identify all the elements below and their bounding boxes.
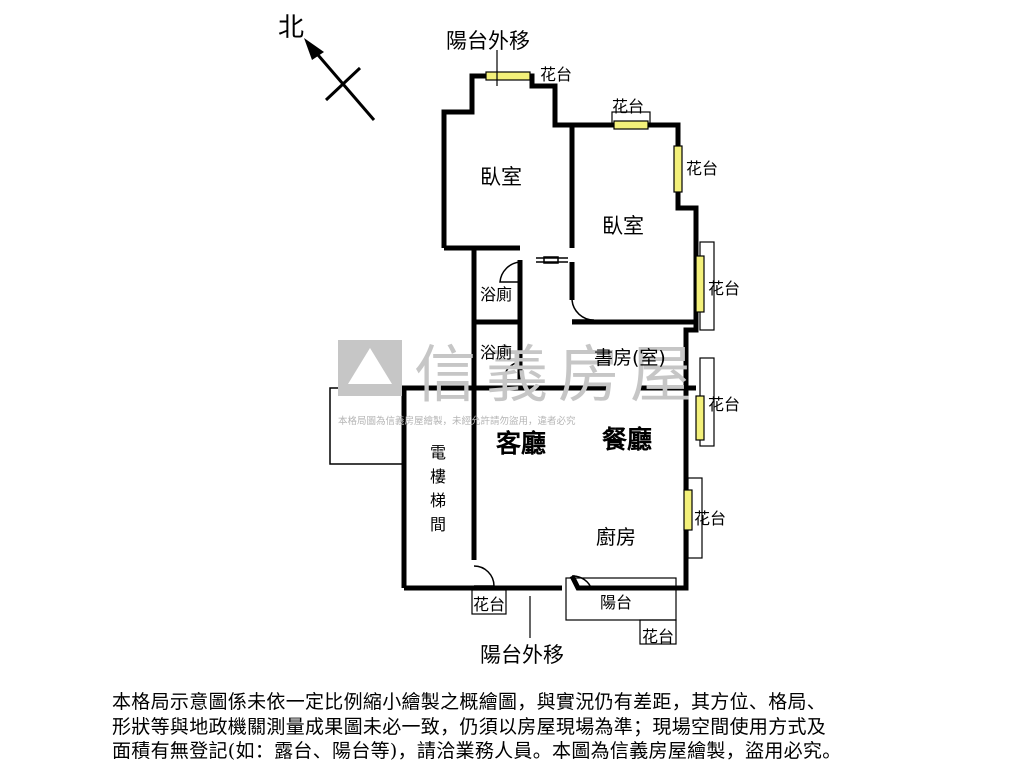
label-planter-top: 花台 xyxy=(540,65,572,84)
disclaimer: 本格局示意圖係未依一定比例縮小繪製之概繪圖，與實況仍有差距，其方位、格局、 形狀… xyxy=(112,690,912,764)
windows xyxy=(485,71,705,531)
label-dining-room: 餐廳 xyxy=(602,425,652,454)
compass-north-label: 北 xyxy=(278,13,304,43)
label-balcony: 陽台 xyxy=(600,593,632,612)
annotation-pointers xyxy=(496,50,531,638)
label-elevator-3: 梯 xyxy=(430,491,446,510)
walls xyxy=(401,73,699,591)
window-right-3 xyxy=(695,395,705,441)
window-top-right xyxy=(613,120,649,130)
compass-arrow-head xyxy=(304,38,324,60)
disclaimer-line-1: 本格局示意圖係未依一定比例縮小繪製之概繪圖，與實況仍有差距，其方位、格局、 xyxy=(112,691,827,713)
label-study: 書房(室) xyxy=(594,347,666,369)
watermark: 信義房屋 本格局圖為信義房屋繪製，未經允許請勿盜用，違者必究 xyxy=(338,338,702,427)
label-bathroom-lower: 浴廁 xyxy=(480,343,512,362)
label-elevator-2: 樓 xyxy=(430,467,446,486)
label-living-room: 客廳 xyxy=(496,429,546,458)
label-planter-right-4: 花台 xyxy=(694,509,726,528)
room-labels: 臥室 臥室 浴廁 浴廁 書房(室) 客廳 餐廳 廚房 電 樓 梯 間 陽台 xyxy=(430,165,666,612)
label-planter-right-1: 花台 xyxy=(686,159,718,178)
label-kitchen: 廚房 xyxy=(596,525,636,549)
label-elevator-4: 間 xyxy=(430,515,446,534)
watermark-brand: 信義房屋 xyxy=(414,338,702,411)
floor-plan: 北 xyxy=(278,13,740,667)
label-planter-right-3: 花台 xyxy=(708,395,740,414)
label-planter-top-right: 花台 xyxy=(612,97,644,116)
annotation-labels: 陽台外移 陽台外移 花台 花台 花台 花台 花台 花台 花台 花台 xyxy=(446,29,740,667)
label-balcony-moved-bottom: 陽台外移 xyxy=(480,643,564,667)
label-bathroom-upper: 浴廁 xyxy=(480,285,512,304)
window-right-1 xyxy=(673,145,683,193)
window-top xyxy=(485,71,531,81)
disclaimer-line-2: 形狀等與地政機關測量成果圖未必一致，仍須以房屋現場為準；現場空間使用方式及 xyxy=(112,715,827,738)
watermark-notice: 本格局圖為信義房屋繪製，未經允許請勿盜用，違者必究 xyxy=(338,415,576,427)
doors xyxy=(473,261,595,591)
label-planter-right-2: 花台 xyxy=(708,279,740,298)
label-elevator-1: 電 xyxy=(430,443,446,462)
disclaimer-line-3: 面積有無登記(如：露台、陽台等)，請洽業務人員。本圖為信義房屋繪製，盜用必究。 xyxy=(112,740,842,762)
window-right-2 xyxy=(695,255,705,313)
window-right-4 xyxy=(683,489,693,531)
label-bedroom-left: 臥室 xyxy=(480,165,522,189)
watermark-logo xyxy=(338,340,402,396)
label-bedroom-right: 臥室 xyxy=(602,214,644,238)
label-balcony-moved-top: 陽台外移 xyxy=(446,29,530,53)
compass: 北 xyxy=(278,13,376,121)
label-planter-bottom-right: 花台 xyxy=(642,627,674,646)
compass-cross-line xyxy=(324,66,362,102)
label-planter-bottom-left: 花台 xyxy=(473,595,505,614)
